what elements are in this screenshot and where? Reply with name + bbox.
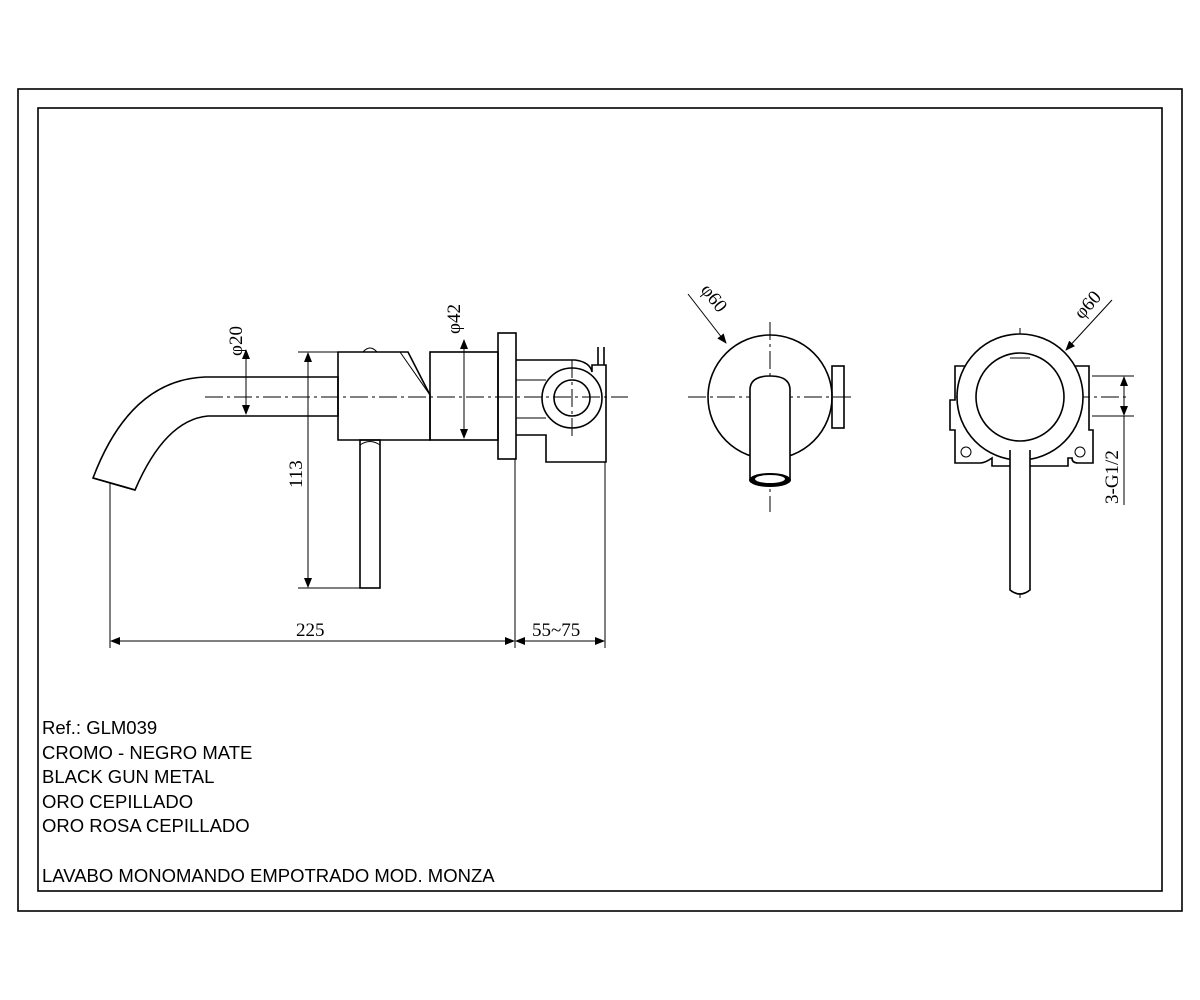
- dim-thread-label: 3-G1/2: [1102, 450, 1123, 504]
- dim-d42-label: φ42: [444, 304, 465, 334]
- dim-depth-label: 55~75: [532, 620, 580, 641]
- finish-option-2: BLACK GUN METAL: [42, 766, 215, 788]
- rear-plate-inner: [975, 352, 1065, 442]
- front-view: φ60: [687, 280, 852, 512]
- front-box-edge: [831, 365, 845, 429]
- dim-113-label: 113: [286, 460, 307, 488]
- side-view: φ20 φ42 113 225 55~75: [91, 304, 628, 648]
- mount-hole-right: [1074, 446, 1086, 458]
- dim-d60-left-leader: [687, 293, 727, 344]
- inner-frame: [37, 107, 1163, 892]
- dim-d60-right-leader: [1065, 299, 1113, 351]
- front-spout: [749, 375, 791, 481]
- dim-d20-label: φ20: [226, 326, 247, 356]
- rear-lever: [1009, 450, 1031, 595]
- reference-code: Ref.: GLM039: [42, 717, 158, 738]
- finish-option-4: ORO ROSA CEPILLADO: [42, 815, 250, 837]
- product-name: LAVABO MONOMANDO EMPOTRADO MOD. MONZA: [42, 865, 495, 886]
- finish-option-1: CROMO - NEGRO MATE: [42, 741, 253, 763]
- body-bevel: [399, 351, 431, 396]
- mount-hole-left: [960, 446, 972, 458]
- embedded-box: [516, 359, 607, 463]
- outer-frame: [17, 88, 1183, 912]
- dim-225-label: 225: [296, 620, 325, 641]
- notes-block: Ref.: GLM039 CROMO - NEGRO MATE BLACK GU…: [42, 716, 252, 839]
- wall-plate: [497, 332, 517, 460]
- lever-handle-joint: [359, 441, 381, 446]
- inlet-inner: [553, 379, 591, 417]
- spout-tip: [92, 477, 136, 491]
- finish-option-3: ORO CEPILLADO: [42, 790, 194, 812]
- front-spout-outlet-inner: [755, 475, 785, 483]
- rear-view: φ60 3-G1/2: [949, 287, 1134, 598]
- body-cap: [362, 347, 378, 353]
- dim-d60-right-label: φ60: [1070, 287, 1106, 323]
- valve-body: [337, 351, 431, 441]
- lever-handle: [359, 439, 381, 589]
